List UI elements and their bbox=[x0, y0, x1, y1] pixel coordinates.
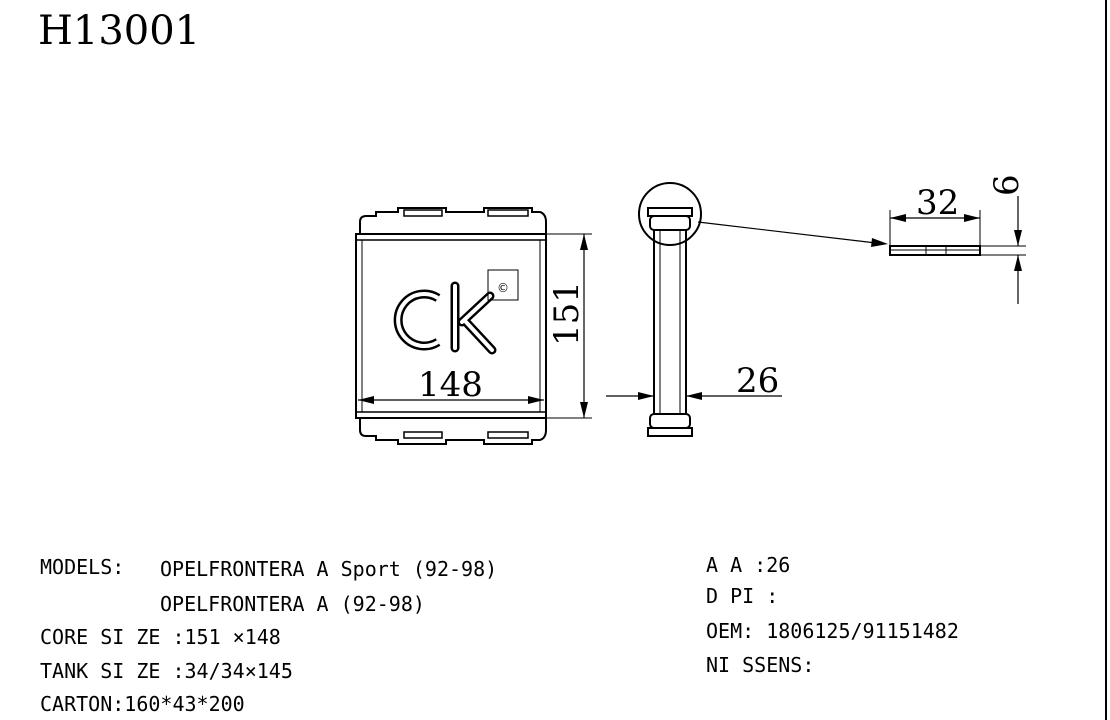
dim-depth-arrow-right bbox=[686, 392, 702, 400]
model-2: OPELFRONTERA A (92-98) bbox=[160, 592, 425, 616]
dim-tank-width-arrow-right bbox=[964, 214, 980, 222]
dim-tank-width-label: 32 bbox=[916, 183, 959, 223]
model-1: OPELFRONTERA A Sport (92-98) bbox=[160, 557, 498, 581]
ck-logo: © bbox=[393, 269, 519, 355]
bottom-tank-lip-2 bbox=[487, 431, 529, 439]
logo-mark-box bbox=[487, 269, 519, 301]
dim-width-arrow-right bbox=[528, 396, 544, 404]
dim-tank-width-arrow-left bbox=[890, 214, 906, 222]
logo-mark: © bbox=[497, 281, 509, 295]
top-tank-lip bbox=[403, 209, 443, 217]
dim-height-arrow-bottom bbox=[580, 402, 588, 418]
dim-height-arrow-top bbox=[580, 234, 588, 250]
dim-depth-arrow-left bbox=[638, 392, 654, 400]
dim-tank-height-arrow-bottom bbox=[1014, 255, 1022, 271]
dim-height-label: 151 bbox=[547, 281, 587, 346]
dim-width-arrow-left bbox=[358, 396, 374, 404]
aa-value: A A :26 bbox=[706, 553, 791, 577]
side-body bbox=[653, 229, 687, 415]
front-view: © 148 151 bbox=[355, 207, 592, 445]
page-title: H13001 bbox=[38, 8, 201, 54]
side-top-cap-2 bbox=[649, 215, 691, 231]
dim-tank-height-label: 6 bbox=[987, 174, 1027, 196]
side-bottom-cap bbox=[649, 413, 691, 429]
detail-leader-arrow bbox=[871, 238, 888, 247]
models-label: MODELS: bbox=[40, 555, 125, 579]
side-top-cap bbox=[647, 207, 693, 217]
dim-width-label: 148 bbox=[418, 365, 483, 405]
nissens-value: NI SSENS: bbox=[706, 653, 815, 677]
tank-size: TANK SI ZE :34/34×145 bbox=[40, 659, 293, 683]
detail-leader-line bbox=[697, 221, 877, 244]
core-size: CORE SI ZE :151 ×148 bbox=[40, 625, 281, 649]
top-tank-lip-2 bbox=[487, 209, 529, 217]
side-view: 26 bbox=[606, 182, 888, 437]
dpi-value: D PI : bbox=[706, 584, 779, 608]
detail-circle bbox=[638, 182, 702, 246]
top-tank bbox=[359, 207, 547, 235]
side-bottom-cap-2 bbox=[647, 427, 693, 437]
dim-depth-label: 26 bbox=[736, 361, 779, 401]
detail-view: 32 6 bbox=[889, 174, 1027, 304]
bottom-tank bbox=[359, 417, 547, 445]
dim-tank-height-arrow-top bbox=[1014, 230, 1022, 246]
bottom-tank-lip bbox=[403, 431, 443, 439]
oem-value: OEM: 1806125/91151482 bbox=[706, 619, 959, 643]
carton: CARTON:160*43*200 bbox=[40, 692, 245, 716]
